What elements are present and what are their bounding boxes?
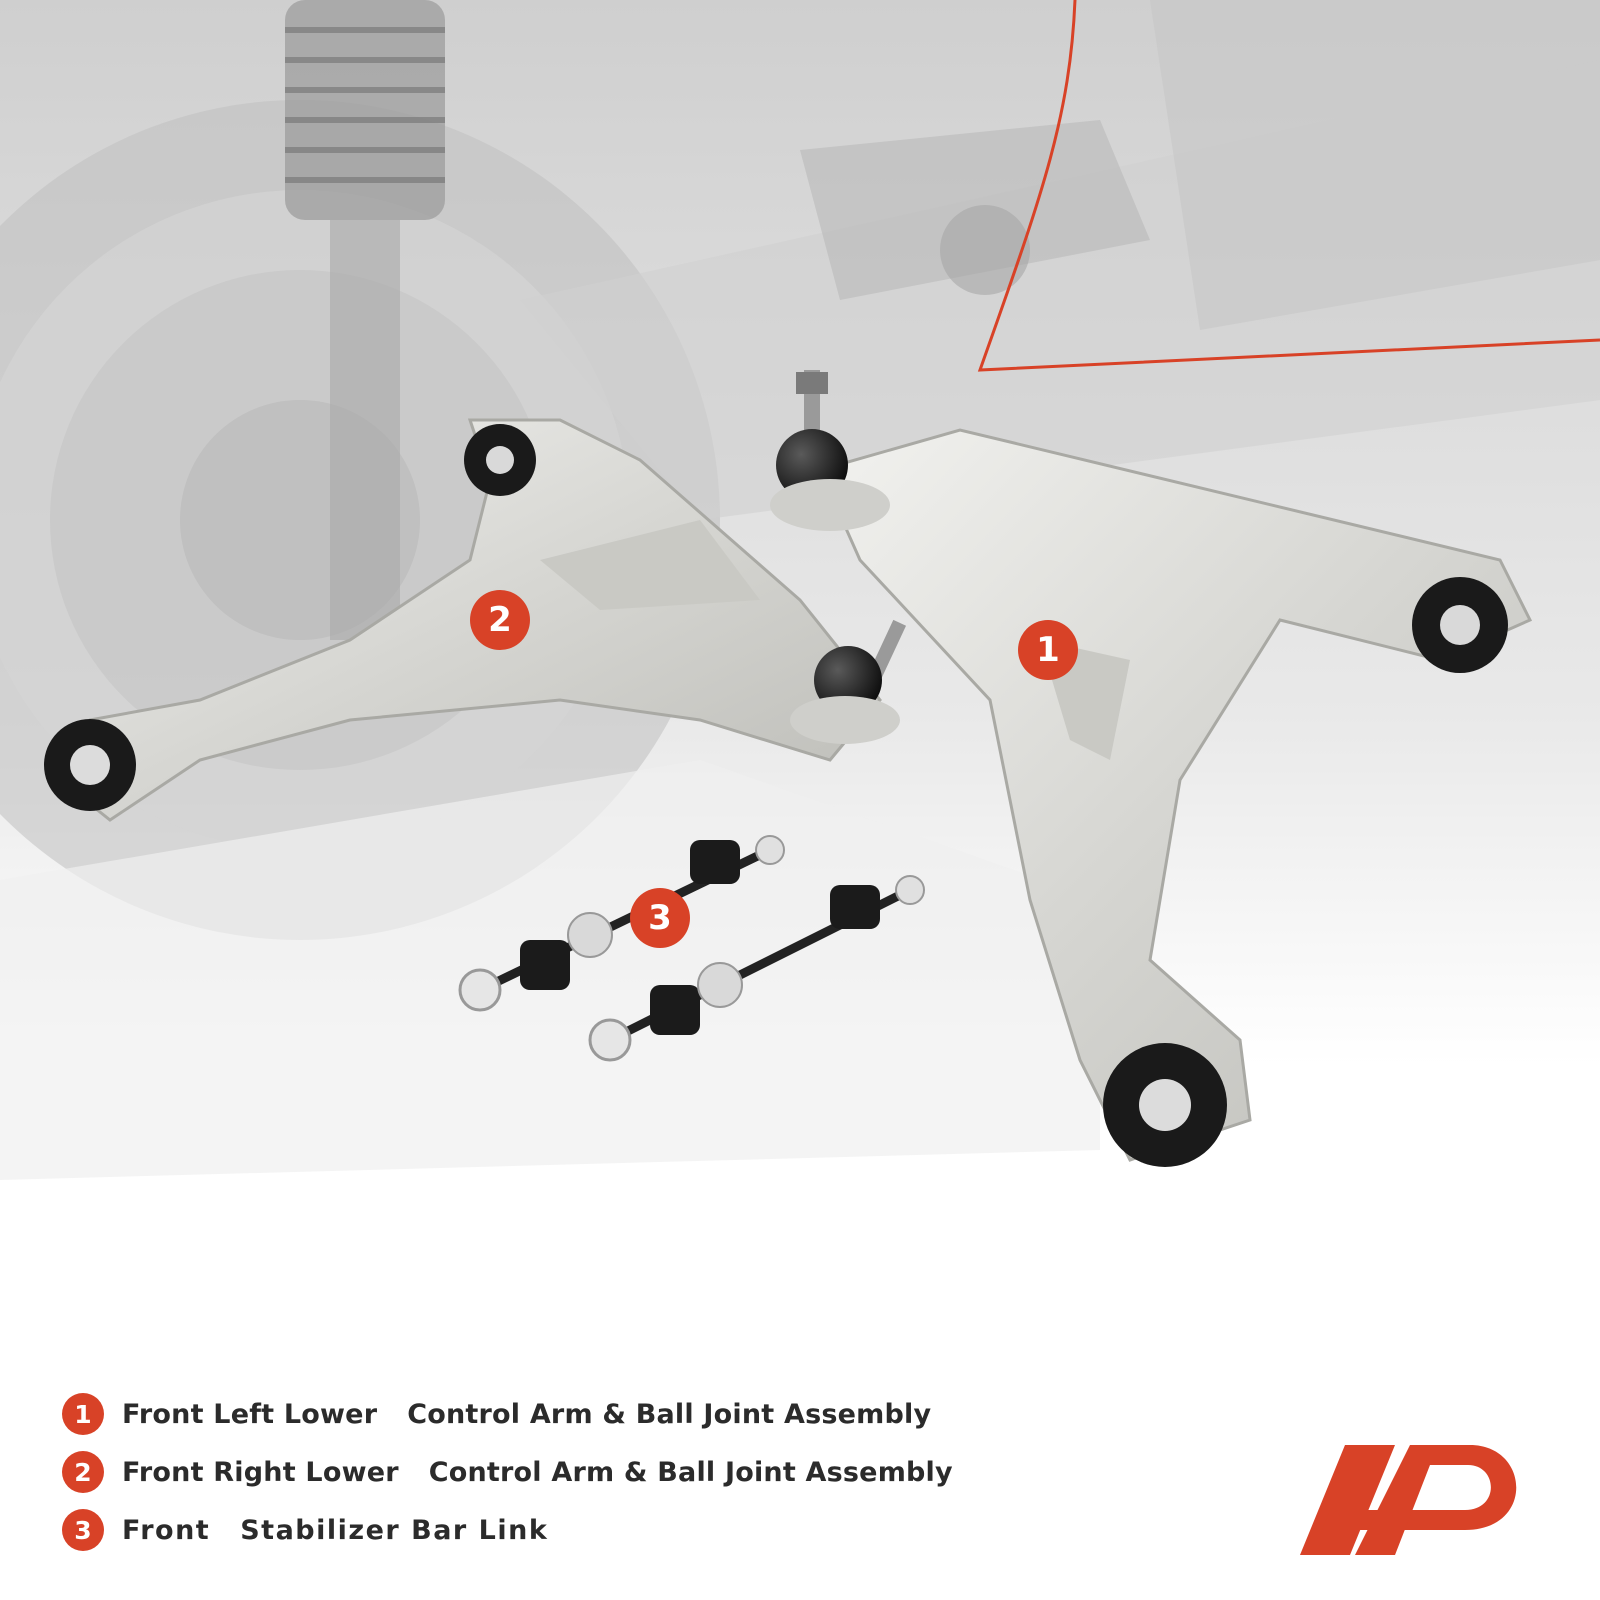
- background-undercarriage: [0, 0, 1600, 1300]
- stabilizer-bar-link-upper: [458, 835, 785, 1012]
- detail-highlight-outline: [977, 0, 1600, 372]
- legend-label-part-b: Control Arm & Ball Joint Assembly: [407, 1398, 932, 1430]
- legend-number-badge: 3: [62, 1509, 104, 1551]
- legend-label-part-b: Control Arm & Ball Joint Assembly: [428, 1456, 953, 1488]
- callout-3: 3: [630, 888, 690, 948]
- legend-number-badge: 2: [62, 1451, 104, 1493]
- callout-2: 2: [470, 590, 530, 650]
- legend-label: Front Stabilizer Bar Link: [122, 1515, 548, 1546]
- legend-label-part-b: Stabilizer Bar Link: [240, 1514, 549, 1546]
- legend-label-part-a: Front Right Lower: [122, 1456, 399, 1488]
- control-arm-front-left: [817, 428, 1533, 1167]
- legend-label: Front Right Lower Control Arm & Ball Join…: [122, 1457, 953, 1488]
- ball-joint-front-left: [770, 370, 890, 531]
- legend-item-1: 1 Front Left Lower Control Arm & Ball Joi…: [62, 1385, 962, 1443]
- legend-label-part-a: Front: [122, 1514, 211, 1546]
- legend-item-2: 2 Front Right Lower Control Arm & Ball Jo…: [62, 1443, 962, 1501]
- callout-1: 1: [1018, 620, 1078, 680]
- a-premium-logo-icon: [1300, 1445, 1517, 1555]
- ball-joint-front-right: [790, 619, 907, 744]
- legend-label-part-a: Front Left Lower: [122, 1398, 378, 1430]
- stabilizer-bar-link-lower: [588, 875, 925, 1062]
- legend-item-3: 3 Front Stabilizer Bar Link: [62, 1501, 962, 1559]
- legend-label: Front Left Lower Control Arm & Ball Joint…: [122, 1399, 931, 1430]
- legend-number-badge: 1: [62, 1393, 104, 1435]
